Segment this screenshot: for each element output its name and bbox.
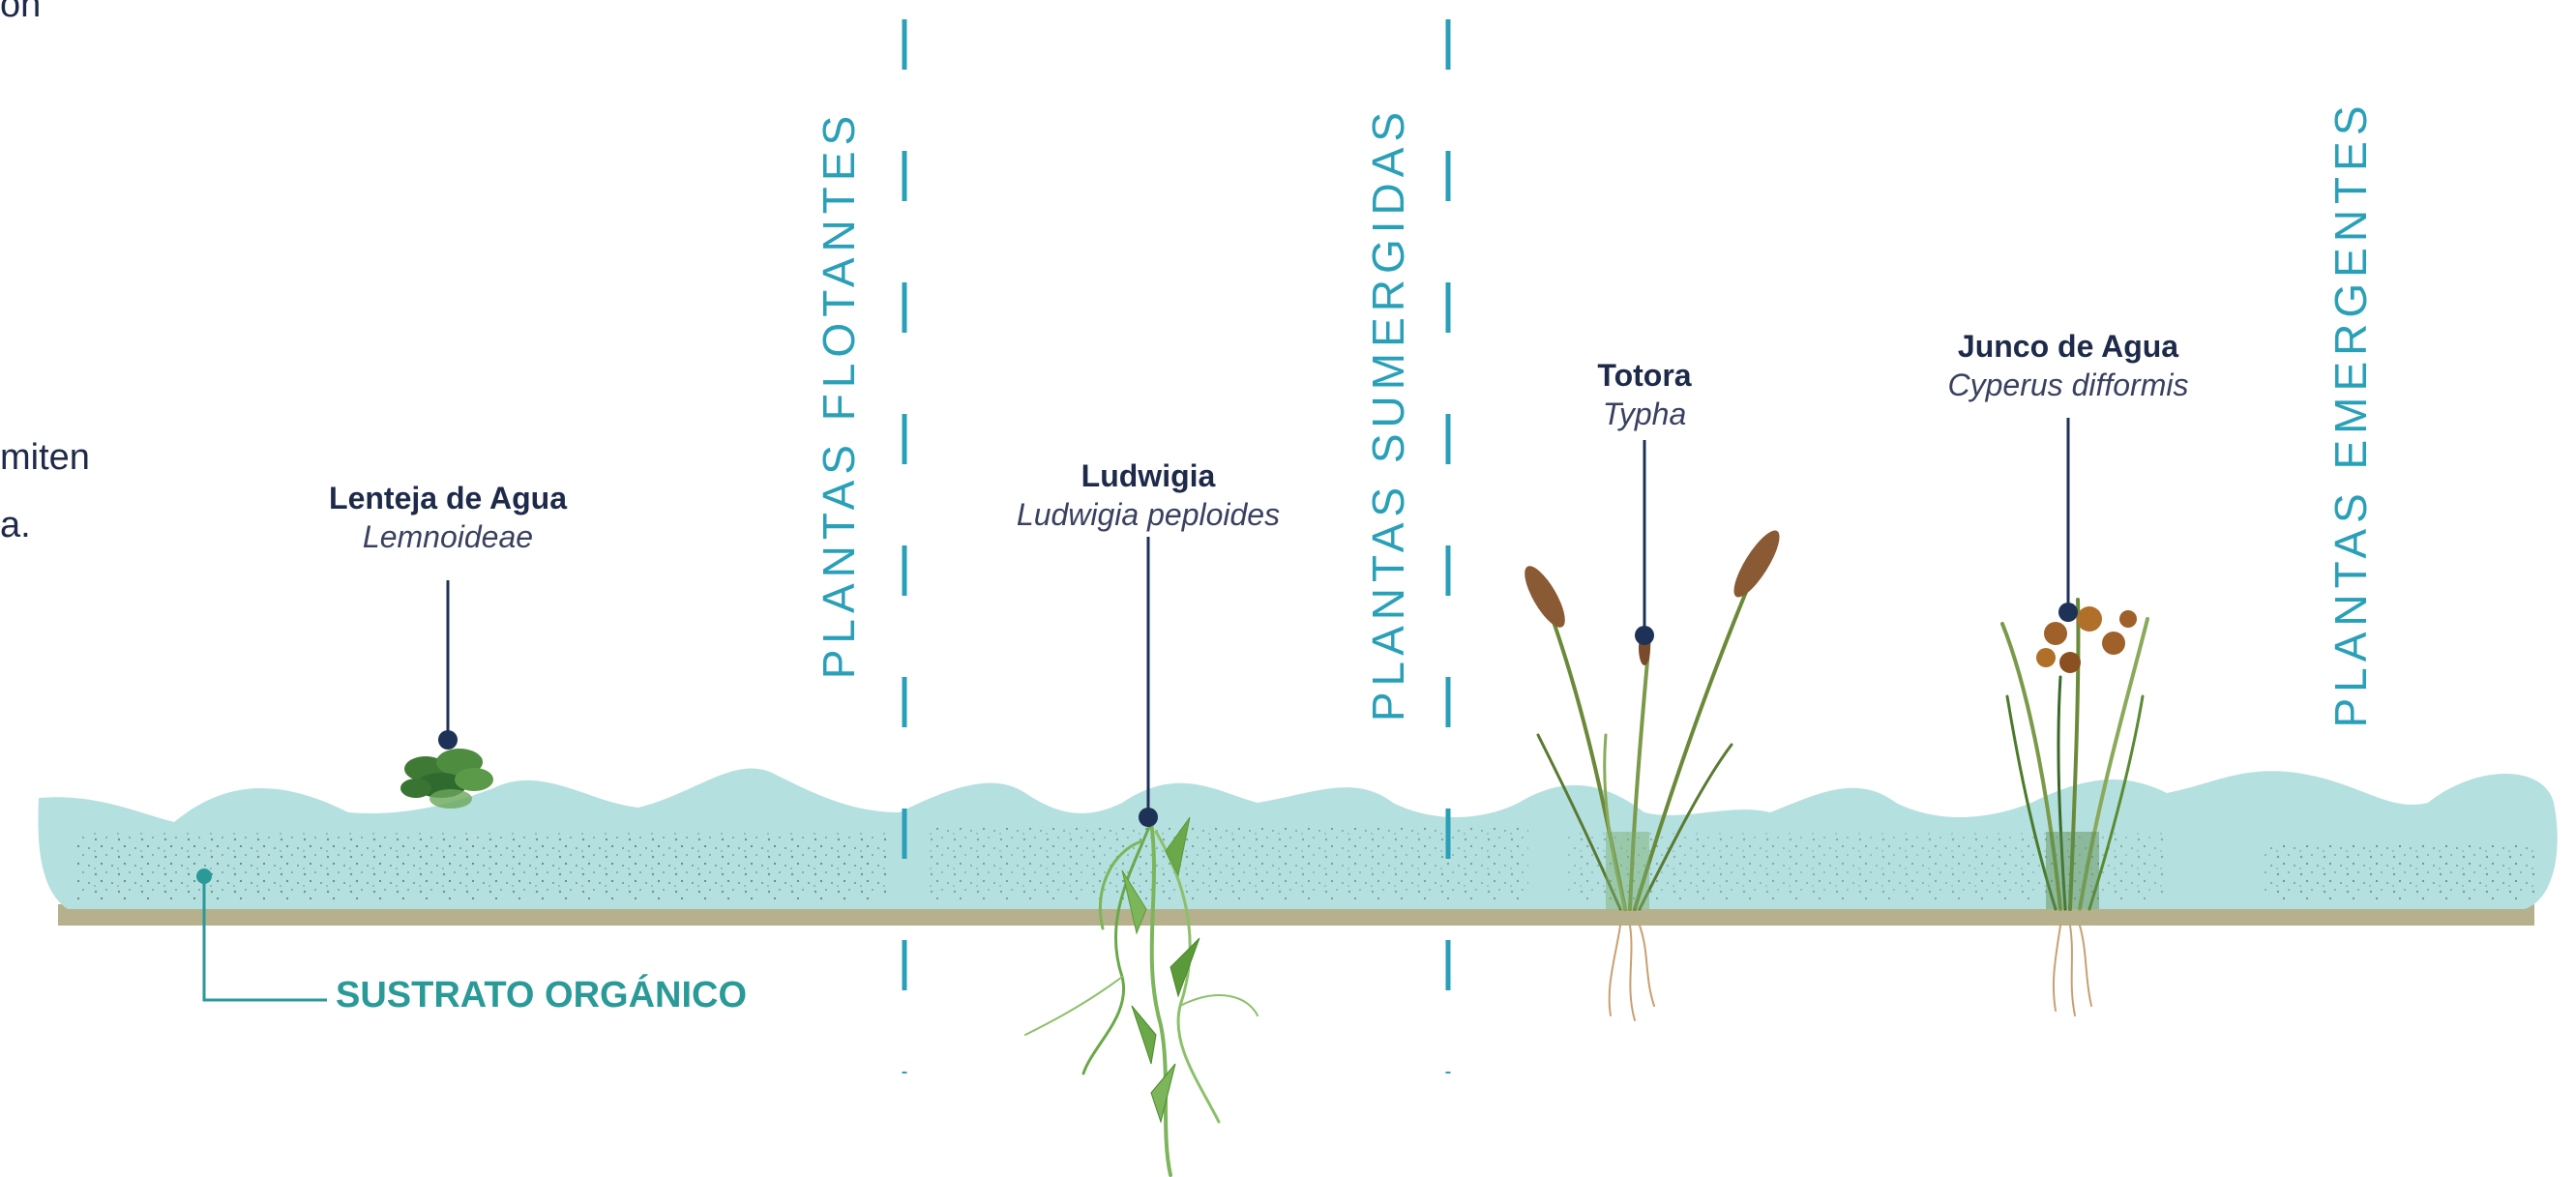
sediment-texture-1 — [77, 832, 890, 899]
plant-common-name: Lenteja de Agua — [329, 481, 567, 515]
cyperus-marker — [2058, 603, 2078, 622]
sediment-texture-3 — [1567, 832, 2167, 899]
substrate-leader-line — [202, 876, 327, 1002]
plant-common-name: Ludwigia — [1081, 458, 1216, 493]
cyperus-plant-illustration — [2000, 598, 2149, 1016]
plant-scientific-name: Ludwigia peploides — [1016, 497, 1281, 532]
substrate-label: SUSTRATO ORGÁNICO — [336, 975, 748, 1015]
plant-label-lemna: Lenteja de Agua Lemnoideae — [329, 479, 567, 556]
plant-label-cyperus: Junco de Agua Cyperus difformis — [1948, 327, 2189, 404]
zone-label-emergent: PLANTAS EMERGENTES — [2325, 100, 2376, 728]
plant-label-ludwigia: Ludwigia Ludwigia peploides — [1017, 456, 1280, 534]
typha-plant-illustration — [1525, 530, 1780, 1021]
intro-fragment-1: ón — [0, 0, 42, 25]
ludwigia-marker — [1139, 808, 1158, 827]
zone-label-submerged: PLANTAS SUMERGIDAS — [1363, 105, 1413, 722]
zone-label-floating: PLANTAS FLOTANTES — [814, 109, 864, 680]
intro-fragment-3: a. — [0, 505, 31, 545]
soil-layer — [58, 904, 2534, 926]
lemna-marker — [438, 730, 458, 750]
sediment-texture-4 — [2264, 841, 2534, 899]
plant-scientific-name: Cyperus difformis — [1947, 368, 2189, 402]
plant-common-name: Junco de Agua — [1957, 329, 2179, 364]
plant-label-typha: Totora Typha — [1597, 356, 1691, 433]
intro-fragment-2: miten — [0, 437, 90, 478]
sediment-texture-2 — [929, 827, 1528, 899]
plant-scientific-name: Typha — [1602, 397, 1687, 431]
ludwigia-plant-illustration — [1024, 816, 1258, 1177]
typha-marker — [1635, 626, 1654, 645]
lemna-plant-illustration — [400, 749, 493, 809]
plant-common-name: Totora — [1597, 358, 1692, 393]
plant-scientific-name: Lemnoideae — [362, 519, 534, 554]
